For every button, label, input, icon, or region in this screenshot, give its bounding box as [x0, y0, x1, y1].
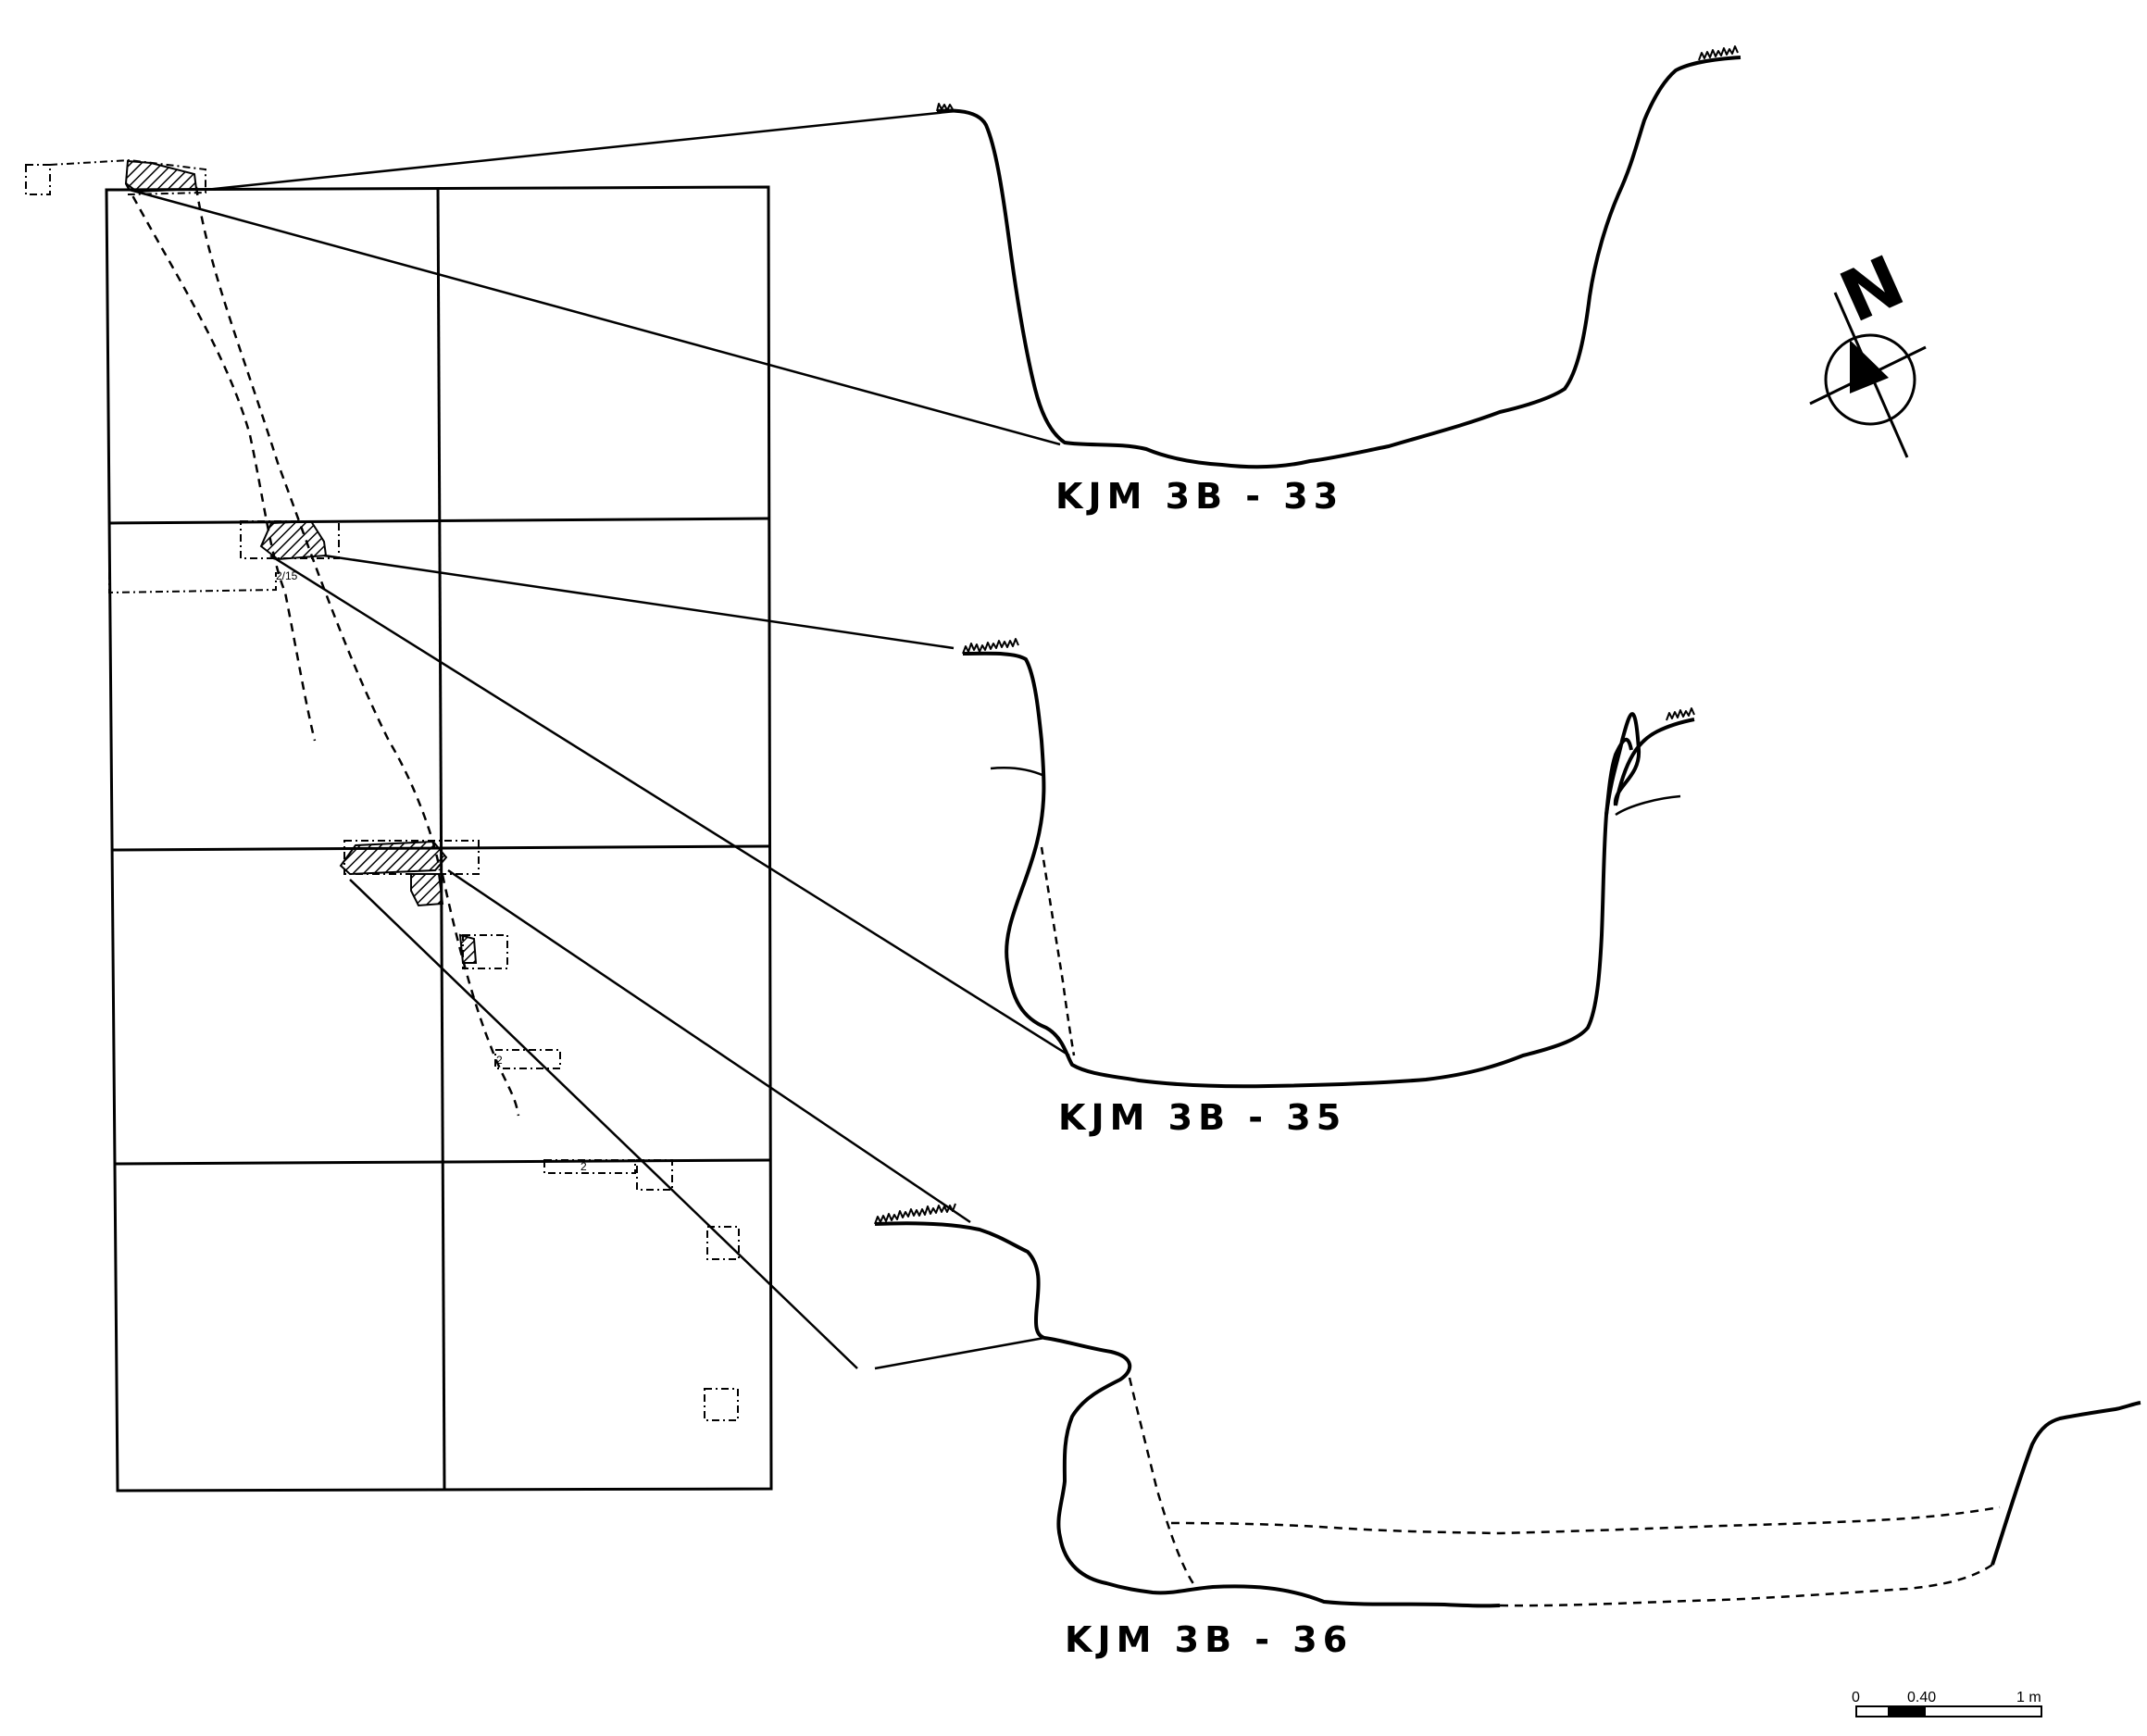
feature-outline-j	[706, 1226, 740, 1260]
plan-outline	[105, 185, 773, 1492]
plan-mark-c: 2	[580, 1160, 587, 1173]
profile-35-inner-root	[990, 767, 1045, 778]
leader-33-b	[129, 188, 1061, 446]
scale-bar-black-segment	[1889, 1706, 1926, 1717]
leader-36-b	[349, 879, 858, 1369]
profile-36-dashed-boundaries	[1128, 1377, 2001, 1607]
hatched-area-top	[124, 159, 198, 194]
leader-36-a	[447, 868, 971, 1224]
label-kjm-3b-33: KJM 3B - 33	[1055, 476, 1343, 517]
profile-36-dashed-left-wall	[1128, 1377, 1196, 1586]
label-kjm-3b-35: KJM 3B - 35	[1058, 1097, 1346, 1138]
plan-row-line-1	[108, 517, 769, 525]
north-letter: N	[1829, 239, 1916, 338]
hatched-area-lower-b	[410, 873, 444, 907]
feature-outline-h	[543, 1159, 636, 1174]
profile-35-right-wall	[1604, 718, 1695, 816]
profile-33-outline	[936, 56, 1741, 469]
plan-row-line-2	[111, 844, 770, 852]
profile-36-dashed-base	[1499, 1563, 1993, 1607]
trench-right-edge	[194, 186, 442, 871]
feature-outline-i	[636, 1159, 673, 1191]
scale-bar-label-040: 0.40	[1907, 1690, 1936, 1705]
leader-35-b	[269, 554, 1070, 1057]
plan-hatched-areas	[124, 159, 478, 964]
leader-lines	[129, 109, 1070, 1370]
feature-outline-d	[108, 572, 277, 594]
trench-left-edge	[124, 182, 317, 742]
profile-kjm-3b-33	[936, 45, 1741, 469]
label-kjm-3b-36: KJM 3B - 36	[1065, 1619, 1353, 1660]
feature-outline-a	[25, 164, 51, 195]
hatched-area-small	[458, 933, 478, 964]
leader-33-a	[205, 109, 956, 192]
trench-lower-edge	[441, 874, 520, 1117]
leader-36-c	[874, 1336, 1045, 1370]
profile-33-grass-left	[936, 103, 954, 112]
scale-bar: 0 0.40 1 m	[1852, 1690, 2042, 1717]
profile-35-grass-right	[1666, 707, 1695, 721]
plan-mark-a: 2/15	[276, 569, 298, 582]
profile-36-grass-left	[874, 1203, 956, 1225]
profile-35-grass-left	[962, 638, 1019, 655]
feature-outline-k	[704, 1388, 739, 1421]
plan-grid	[105, 185, 773, 1492]
scale-bar-frame	[1855, 1705, 2042, 1717]
scale-bar-label-1m: 1 m	[2016, 1690, 2041, 1705]
profile-kjm-3b-36	[874, 1203, 2141, 1608]
scale-bar-label-0: 0	[1852, 1690, 1860, 1705]
profile-36-outline	[874, 1221, 1501, 1608]
profile-36-dashed-upper	[1170, 1505, 2001, 1535]
north-arrow-pointer	[1850, 340, 1889, 393]
plan-dashed-trench	[124, 182, 520, 1117]
feature-outline-b	[49, 158, 206, 195]
plan-feature-outlines	[25, 158, 740, 1421]
profile-35-dashed-boundary	[1040, 846, 1076, 1056]
profile-kjm-3b-35	[962, 638, 1695, 1089]
profile-33-grass-right	[1698, 45, 1739, 61]
feature-outline-g	[494, 1049, 561, 1069]
profile-35-inner-root-right	[1615, 794, 1681, 817]
plan-mark-b: 2	[496, 1054, 503, 1067]
north-arrow: N	[1809, 239, 1927, 458]
north-arrow-circle	[1824, 333, 1916, 426]
hatched-area-lower	[339, 840, 448, 876]
leader-35-a	[323, 554, 955, 650]
profile-35-outline	[962, 651, 1641, 1089]
profile-36-right-wall	[1991, 1401, 2141, 1566]
plan-center-line	[436, 187, 446, 1491]
